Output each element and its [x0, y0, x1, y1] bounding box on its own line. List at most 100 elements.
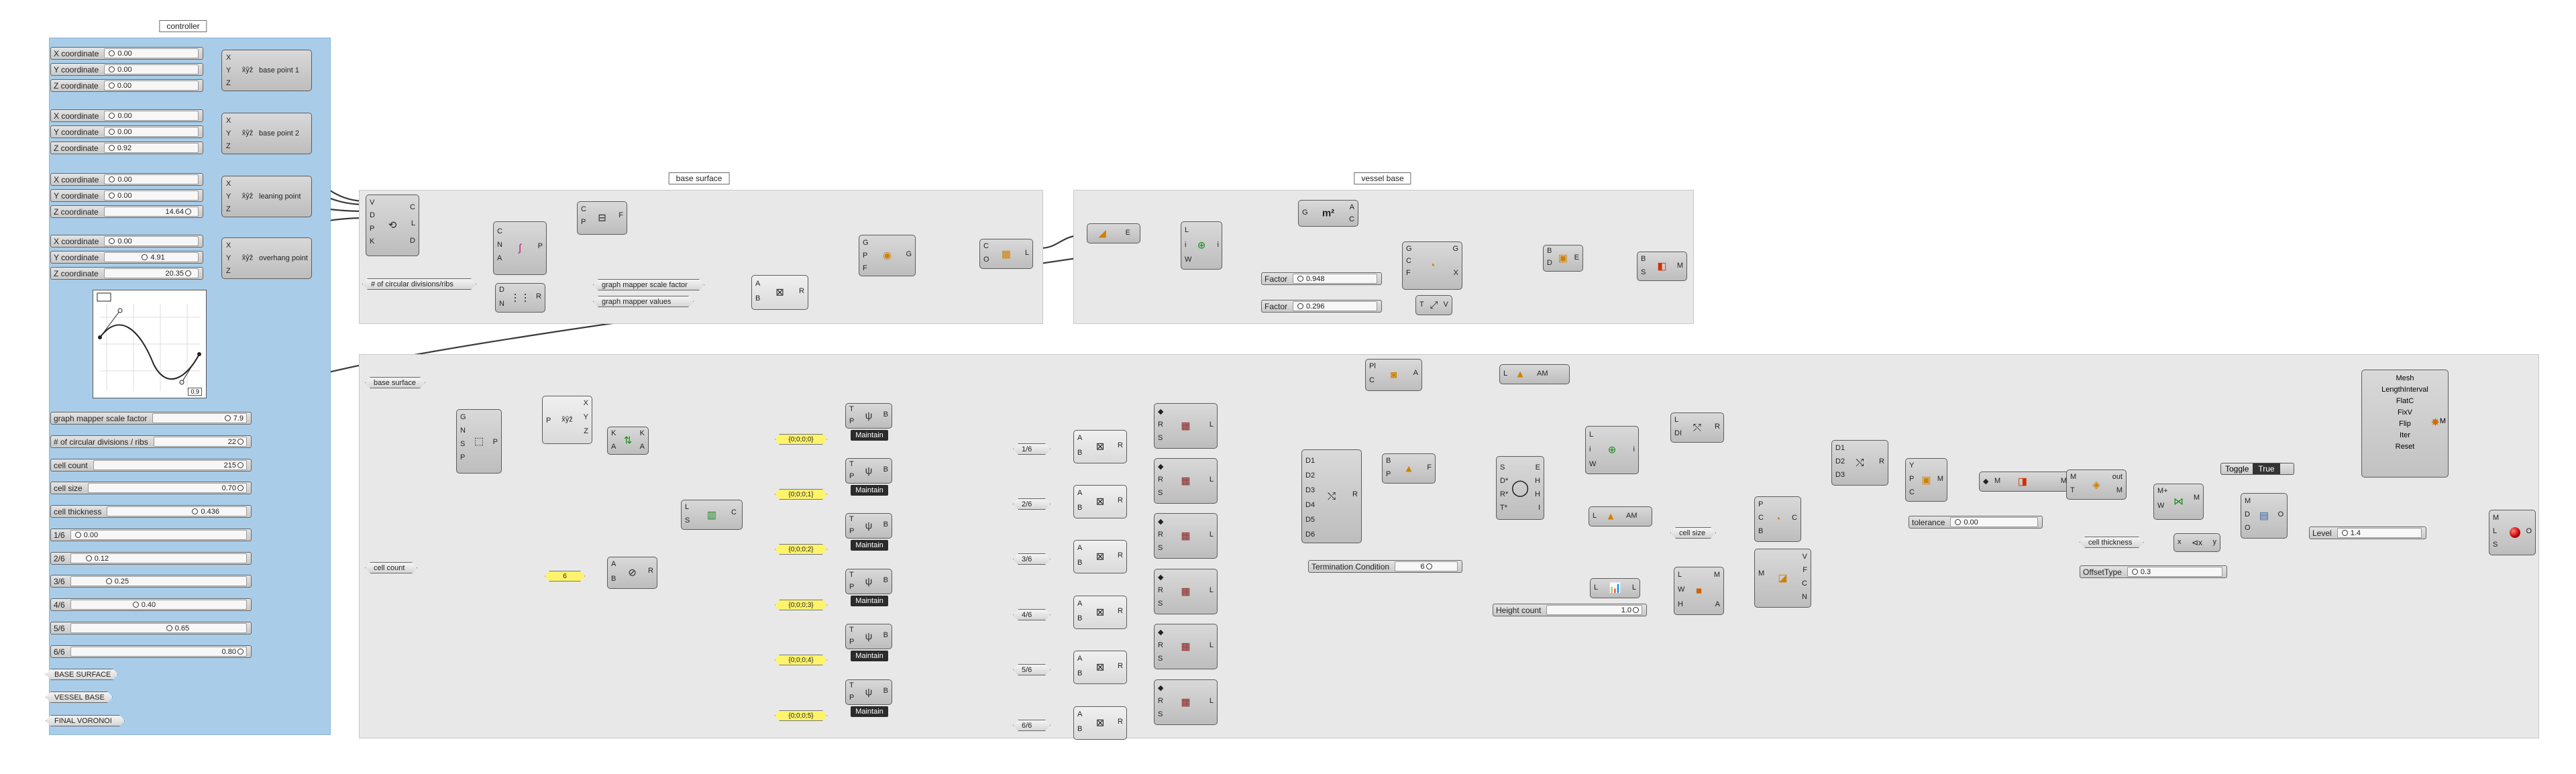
kangaroo-solver[interactable]: Mesh LengthInterval FlatC FixV Flip Iter… — [2361, 370, 2449, 478]
evaluate-surface[interactable]: L ▲ AM — [1499, 364, 1570, 384]
tree-path-panel[interactable]: {0;0;0;4} — [775, 655, 827, 665]
tree-path-panel[interactable]: {0;0;0;2} — [775, 544, 827, 555]
count-panel[interactable]: 6 — [545, 571, 585, 582]
graph-scale-param[interactable]: graph mapper scale factor — [593, 279, 704, 290]
maintain-toggle[interactable]: Maintain — [851, 430, 888, 441]
weaverbird-component[interactable]: M+W ⋈ M — [2153, 484, 2204, 520]
evaluate-surface-2[interactable]: L ▲ AM — [1589, 506, 1652, 527]
maintain-toggle[interactable]: Maintain — [851, 706, 888, 717]
tree-path-panel[interactable]: {0;0;0;1} — [775, 489, 827, 500]
cell-size-param[interactable]: cell size — [1670, 527, 1716, 539]
fraction-param[interactable]: 2/6 — [1013, 498, 1051, 510]
maintain-toggle[interactable]: Maintain — [851, 485, 888, 496]
negative-component[interactable]: x ⊲x y — [2174, 533, 2220, 552]
tree-path-panel[interactable]: {0;0;0;3} — [775, 600, 827, 610]
brep-edges[interactable]: ◢ E — [1087, 223, 1140, 243]
fraction-param[interactable]: 3/6 — [1013, 553, 1051, 565]
maintain-toggle[interactable]: Maintain — [851, 596, 888, 606]
maintain-toggle[interactable]: Maintain — [851, 651, 888, 661]
fraction-param[interactable]: 1/6 — [1013, 443, 1051, 455]
maintain-toggle[interactable]: Maintain — [851, 540, 888, 551]
graph-values-param[interactable]: graph mapper values — [593, 296, 694, 307]
group-vessel-base[interactable] — [1073, 190, 1694, 324]
fraction-param[interactable]: 6/6 — [1013, 720, 1051, 731]
output-final-voronoi[interactable]: FINAL VORONOI — [46, 715, 125, 726]
area-component-2[interactable]: L 📊 L — [1590, 578, 1640, 598]
move-component[interactable]: T ⤢ V — [1415, 295, 1452, 315]
output-base-surface[interactable]: BASE SURFACE — [46, 669, 118, 680]
output-vessel-base[interactable]: VESSEL BASE — [46, 692, 113, 703]
tree-path-panel[interactable]: {0;0;0;0} — [775, 434, 827, 445]
tree-path-panel[interactable]: {0;0;0;5} — [775, 710, 827, 721]
group-base-surface[interactable] — [359, 190, 1043, 324]
